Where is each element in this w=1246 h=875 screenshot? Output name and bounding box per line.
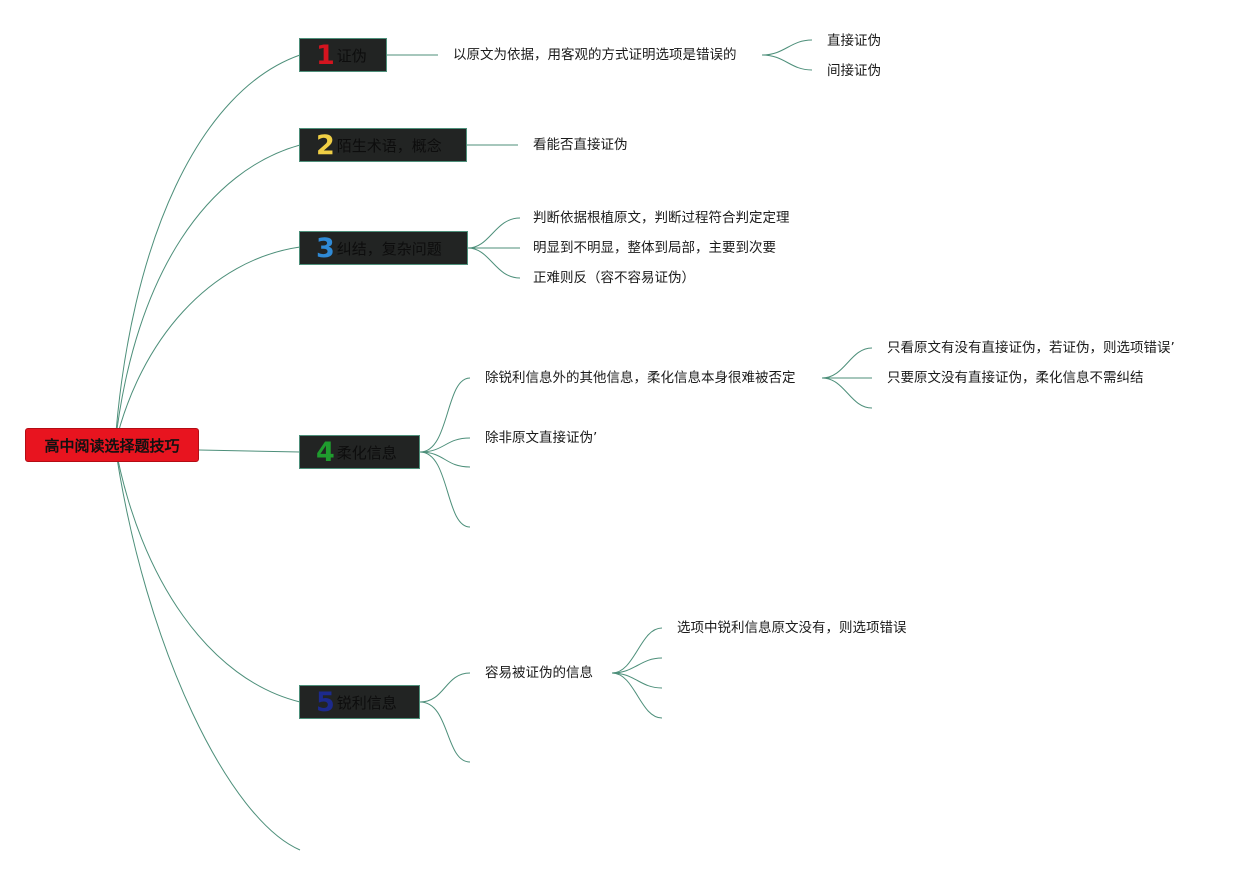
connector-b4-empty1 — [419, 451, 471, 468]
branch-node-4[interactable]: 4 柔化信息 — [299, 435, 420, 469]
b4-item-1[interactable]: 除锐利信息外的其他信息，柔化信息本身很难被否定 — [485, 370, 796, 386]
connector-b3-item3 — [467, 247, 521, 279]
branch-number-3: 3 — [316, 232, 335, 264]
branch-number-2: 2 — [316, 129, 335, 161]
b2-description[interactable]: 看能否直接证伪 — [533, 137, 628, 153]
branch-number-1: 1 — [316, 39, 335, 71]
root-label: 高中阅读选择题技巧 — [44, 436, 180, 455]
connector-b1-direct — [761, 39, 813, 56]
connector-root-b3 — [114, 246, 301, 446]
connector-root-b5 — [114, 444, 301, 703]
branch-label-5: 锐利信息 — [336, 693, 397, 712]
b1-description[interactable]: 以原文为依据，用客观的方式证明选项是错误的 — [453, 47, 737, 63]
connector-root-b1 — [114, 54, 301, 446]
connector-b1-indirect — [761, 54, 813, 71]
connector-root-bottom — [114, 444, 301, 851]
branch-number-4: 4 — [316, 436, 335, 468]
connector-root-b4 — [198, 449, 301, 453]
connector-b3-item1 — [467, 217, 521, 249]
branch-node-2[interactable]: 2 陌生术语，概念 — [299, 128, 467, 162]
b5-item-1[interactable]: 容易被证伪的信息 — [485, 665, 593, 681]
connector-b5-item1 — [419, 672, 471, 703]
connector-b4-item1 — [419, 377, 471, 453]
connector-b5-empty — [419, 701, 471, 763]
connector-b4-sub3 — [821, 377, 873, 409]
branch-label-3: 纠结，复杂问题 — [336, 239, 442, 258]
branch-label-2: 陌生术语，概念 — [336, 136, 442, 155]
b4-item-2[interactable]: 除非原文直接证伪’ — [485, 430, 598, 446]
connector-b5-sub4 — [611, 672, 663, 719]
connector-b4-empty2 — [419, 451, 471, 528]
branch-node-1[interactable]: 1 证伪 — [299, 38, 387, 72]
branch-label-4: 柔化信息 — [336, 443, 397, 462]
branch-label-1: 证伪 — [336, 46, 367, 65]
branch-node-5[interactable]: 5 锐利信息 — [299, 685, 420, 719]
b4-item-1-sub-2[interactable]: 只要原文没有直接证伪，柔化信息不需纠结 — [887, 370, 1144, 386]
b4-item-1-sub-1[interactable]: 只看原文有没有直接证伪，若证伪，则选项错误’ — [887, 340, 1175, 356]
connector-root-b2 — [114, 144, 301, 446]
connector-b4-item2 — [419, 437, 471, 453]
branch-node-3[interactable]: 3 纠结，复杂问题 — [299, 231, 468, 265]
connector-b4-sub1 — [821, 347, 873, 379]
connector-b5-sub1 — [611, 627, 663, 674]
branch-number-5: 5 — [316, 686, 335, 718]
b3-item-1[interactable]: 判断依据根植原文，判断过程符合判定定理 — [533, 210, 790, 226]
b3-item-3[interactable]: 正难则反（容不容易证伪） — [533, 270, 695, 286]
b3-item-2[interactable]: 明显到不明显，整体到局部，主要到次要 — [533, 240, 776, 256]
b1-direct-falsify[interactable]: 直接证伪 — [827, 33, 881, 49]
root-node[interactable]: 高中阅读选择题技巧 — [25, 428, 199, 462]
b1-indirect-falsify[interactable]: 间接证伪 — [827, 63, 881, 79]
b5-item-1-sub-1[interactable]: 选项中锐利信息原文没有，则选项错误 — [677, 620, 907, 636]
connector-b5-sub2 — [611, 657, 663, 674]
